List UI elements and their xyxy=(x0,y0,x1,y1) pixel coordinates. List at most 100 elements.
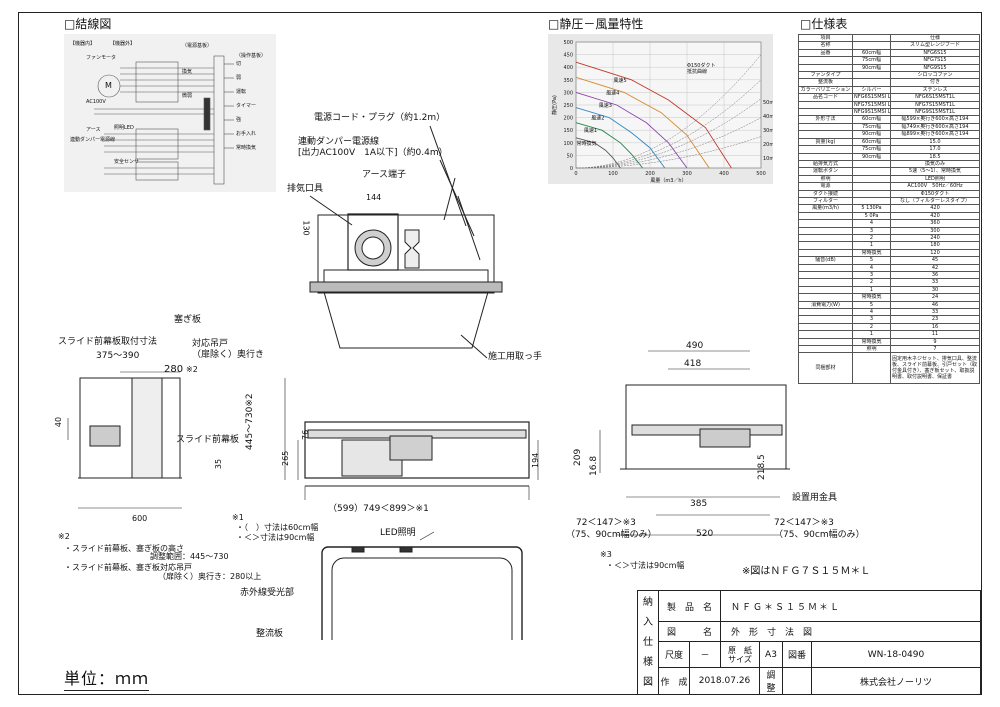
number-label: 図番 xyxy=(782,641,812,668)
wiring-op-3: タイマー xyxy=(236,103,257,109)
spec-cell xyxy=(852,33,891,43)
drawing-label: 図 名 xyxy=(658,621,721,642)
spec-cell: ステンレス xyxy=(890,85,980,95)
spec-cell: 2 xyxy=(852,233,891,243)
spec-cell: 5速（5～1）、常時換気 xyxy=(890,167,980,176)
spec-cell xyxy=(798,308,853,317)
spec-cell: 3 xyxy=(852,270,891,280)
label-earth-terminal: アース端子 xyxy=(362,170,407,180)
spec-cell: NFG7S15MST1L xyxy=(890,100,980,110)
note-2-a2: 調整範囲：445～730 xyxy=(150,552,229,561)
duct-curve xyxy=(575,54,762,169)
spec-cell: AC100V 50Hz／60Hz xyxy=(890,182,980,191)
spec-cell: 75cm幅 xyxy=(852,56,891,65)
spec-cell: 60cm幅 xyxy=(852,48,891,58)
spec-cell: 24 xyxy=(890,293,980,302)
spec-cell: 品名コード xyxy=(798,93,853,102)
label-ir-sensor: 赤外線受光部 xyxy=(240,588,295,598)
spec-cell xyxy=(798,293,853,302)
note-2-b2: （扉除く）奥行き：280以上 xyxy=(158,572,262,581)
spec-cell: 60cm幅 xyxy=(852,137,891,147)
wiring-op-8: 微弱 xyxy=(182,93,193,99)
label-slide-plate: スライド前幕板 xyxy=(176,435,240,445)
main-drawings xyxy=(284,125,539,640)
label-cabinet-2: （扉除く）奥行き xyxy=(192,350,265,360)
mode-label: 風速1 xyxy=(584,128,597,134)
wiring-earth: アース xyxy=(86,127,101,133)
spec-cell: 5 130Pa xyxy=(852,204,891,213)
made-label: 作 成 xyxy=(658,667,690,695)
spec-cell: 照明 xyxy=(798,174,853,184)
spec-cell: 5 xyxy=(852,300,891,310)
spec-cell: 11 xyxy=(890,330,980,339)
spec-cell: 90cm幅 xyxy=(852,152,891,161)
spec-cell: 2 xyxy=(852,322,891,332)
spec-cell: 75cm幅 xyxy=(852,122,891,132)
spec-cell: 33 xyxy=(890,308,980,317)
duct-length-label: 30m xyxy=(763,128,773,134)
spec-cell: 幅599×奥行き600×高さ194 xyxy=(890,115,980,124)
series-line xyxy=(575,137,621,169)
label-dim-width: （599）749＜899＞※1 xyxy=(328,504,429,514)
wiring-header-mid: 【機器外】 xyxy=(110,41,136,47)
spec-cell xyxy=(798,152,853,161)
note-1-head: ※1 xyxy=(232,513,244,522)
spec-cell xyxy=(852,167,891,176)
spec-cell: 付き xyxy=(890,78,980,87)
label-dim-72a: 72＜147＞※3 xyxy=(576,518,636,528)
wiring-op-4: 強 xyxy=(236,117,242,123)
label-led-light: LED照明 xyxy=(380,528,416,538)
spec-cell: 5 xyxy=(852,256,891,265)
spec-cell: 18.5 xyxy=(890,152,980,161)
scale-label: 尺度 xyxy=(658,641,690,668)
spec-cell: シロッコファン xyxy=(890,71,980,80)
spec-cell: 23 xyxy=(890,315,980,324)
spec-cell: NFG7S15 xyxy=(890,56,980,65)
label-dim-2185: 218.5 xyxy=(757,454,767,480)
spec-cell xyxy=(798,108,853,117)
label-dim-72a-sub: （75、90cm幅のみ） xyxy=(566,530,657,540)
spec-cell: Φ150ダクト xyxy=(890,189,980,198)
label-mark-2: ※2 xyxy=(186,365,198,374)
label-dim-130: 130 xyxy=(301,220,311,236)
spec-cell: 騒音(dB) xyxy=(798,256,853,265)
x-tick-label: 200 xyxy=(645,171,655,177)
spec-cell xyxy=(798,219,853,228)
spec-cell xyxy=(852,174,891,184)
spec-cell xyxy=(852,71,891,80)
spec-cell: 9 xyxy=(890,337,980,347)
note-1-b: ・＜＞寸法は90cm幅 xyxy=(236,533,315,542)
spec-cell: ダクト接続 xyxy=(798,189,853,198)
number-value: WN-18-0490 xyxy=(811,641,981,668)
spec-cell: 360 xyxy=(890,219,980,228)
spec-cell: 4 xyxy=(852,308,891,317)
label-exhaust: 排気口具 xyxy=(287,184,324,194)
y-tick-label: 250 xyxy=(563,103,573,109)
company-name: 株式会社ノーリツ xyxy=(811,667,981,695)
spec-row: 給排気方式換気のみ xyxy=(798,159,980,169)
spec-cell xyxy=(852,352,891,385)
mode-label: 風速3 xyxy=(599,103,612,109)
spec-cell: 7 xyxy=(890,345,980,354)
spec-row: 名称スリム型レンジフード xyxy=(798,41,980,50)
product-label: 製 品 名 xyxy=(658,590,721,622)
spec-cell: 幅899×奥行き600×高さ194 xyxy=(890,130,980,139)
mode-label: 風速2 xyxy=(591,116,604,122)
wiring-fan-motor: ファンモータ xyxy=(86,55,117,61)
spec-cell: 180 xyxy=(890,241,980,250)
